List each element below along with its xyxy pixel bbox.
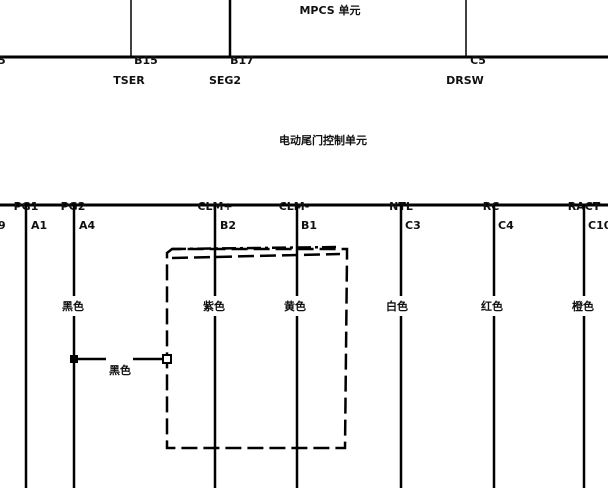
tailgate-pin-c10: C10 [588, 219, 608, 232]
tailgate-pin-a4: A4 [79, 219, 96, 232]
tailgate-left-edge-label: 9 [0, 219, 6, 232]
tailgate-pin-name-rc: RC [483, 200, 500, 213]
tailgate-pin-b1: B1 [301, 219, 317, 232]
shield-top-dashdot [171, 245, 341, 251]
tailgate-pin-b2: B2 [220, 219, 236, 232]
splice-wire-color: 黑色 [109, 363, 131, 377]
mpcs-unit-title: MPCS 单元 [299, 3, 360, 17]
wire-color-clm-plus: 紫色 [203, 299, 225, 313]
shield-outline-outer [165, 247, 349, 450]
tailgate-pin-name-clm-minus: CLM- [279, 200, 310, 213]
splice-node-solid [70, 355, 78, 363]
wire-color-rc: 红色 [481, 299, 503, 313]
mpcs-signal-tser: TSER [113, 74, 145, 87]
tailgate-unit-title: 电动尾门控制单元 [279, 133, 367, 147]
tailgate-pin-c3: C3 [405, 219, 421, 232]
shield-inner-top [171, 252, 341, 260]
tailgate-pin-c4: C4 [498, 219, 514, 232]
splice-node-hollow [162, 354, 172, 364]
shield-enclosure [165, 245, 349, 450]
mpcs-left-edge-label: 5 [0, 54, 6, 67]
wire-color-ntl: 白色 [386, 299, 408, 313]
mpcs-signal-seg2: SEG2 [209, 74, 241, 87]
wire-color-labels: 黑色 紫色 黄色 白色 红色 橙色 [62, 299, 594, 313]
mpcs-pin-b17: B17 [230, 54, 254, 67]
wire-color-clm-minus: 黄色 [284, 299, 306, 313]
wire-color-pg2: 黑色 [62, 299, 84, 313]
wire-color-ract: 橙色 [572, 299, 594, 313]
mpcs-pin-b15: B15 [134, 54, 158, 67]
wires [24, 205, 586, 488]
shield-drain-splice: 黑色 [70, 354, 172, 377]
mpcs-pin-c5: C5 [470, 54, 486, 67]
mpcs-unit: MPCS 单元 5 B15 TSER B17 SEG2 C5 DRSW [0, 0, 608, 87]
mpcs-signal-drsw: DRSW [446, 74, 484, 87]
tailgate-control-unit: 电动尾门控制单元 9 PG1 PG2 CLM+ CLM- NTL RC RACT… [0, 133, 608, 232]
tailgate-pin-a1: A1 [31, 219, 47, 232]
